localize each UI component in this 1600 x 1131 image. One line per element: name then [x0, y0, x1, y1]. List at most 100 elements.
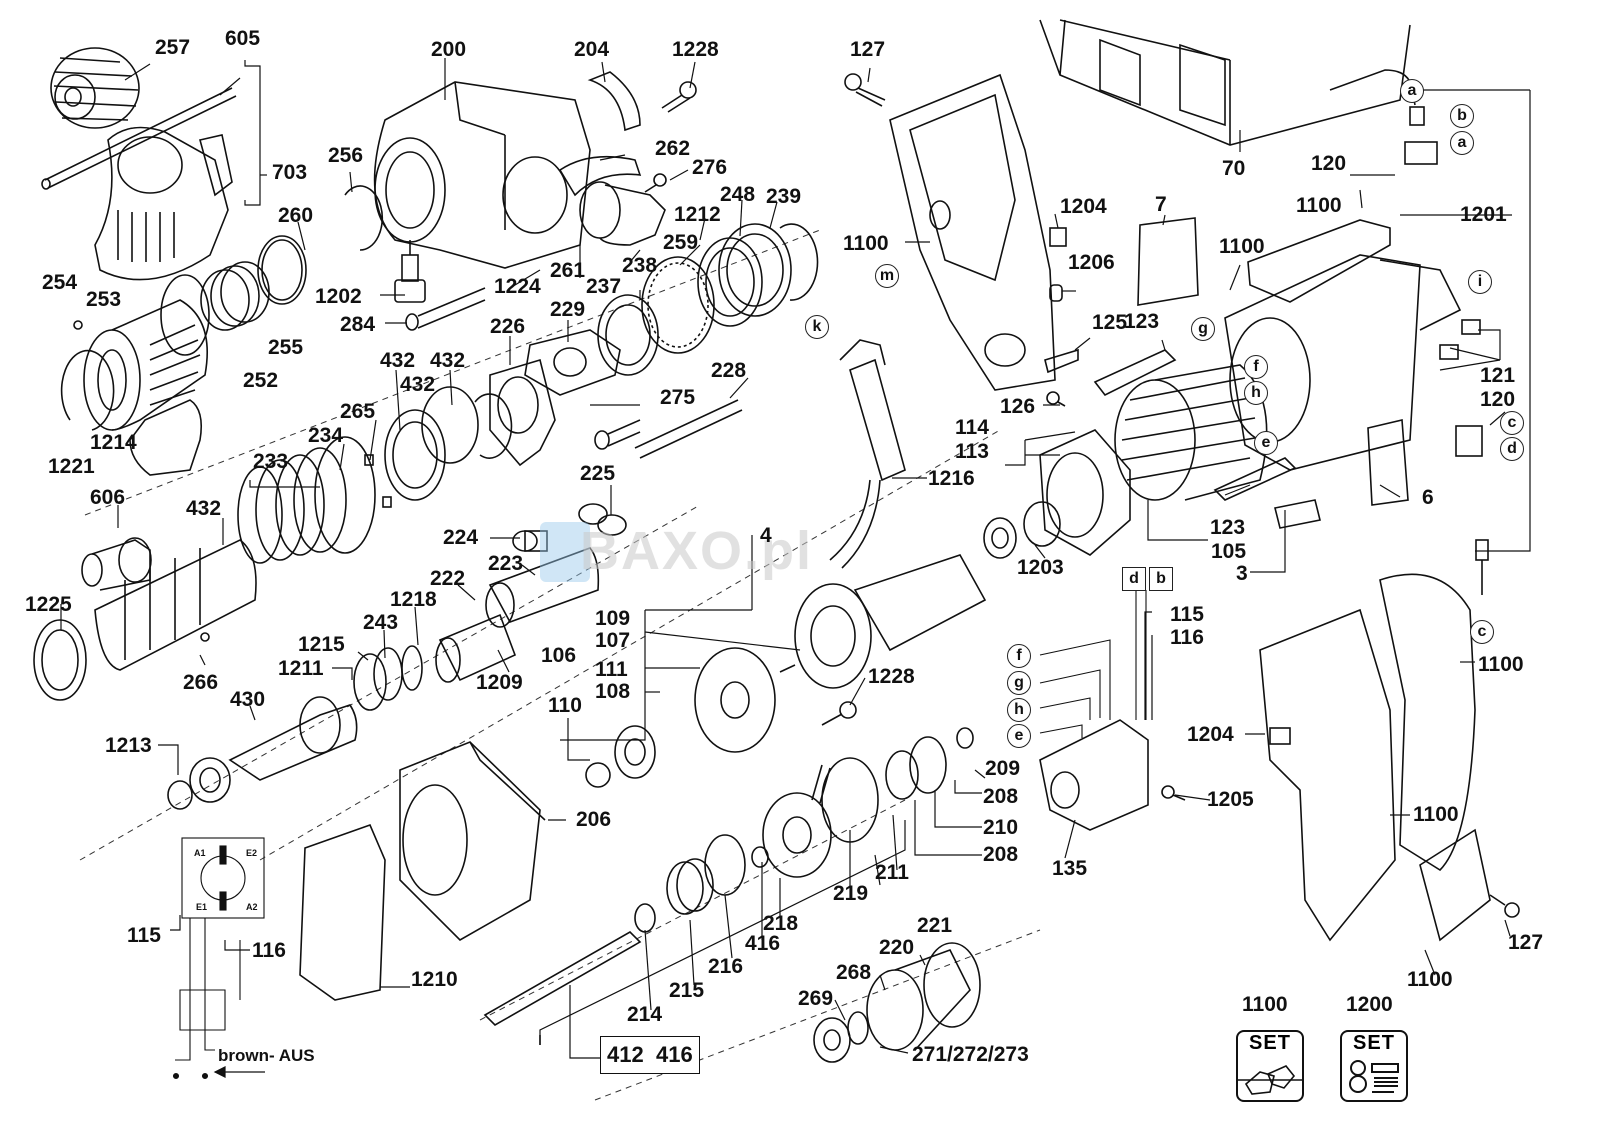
callout-106: 106 [541, 644, 577, 667]
wire-marker-i: i [1468, 270, 1492, 294]
callout-284: 284 [340, 313, 376, 336]
callout-1202: 1202 [315, 285, 362, 308]
callout-276: 276 [692, 156, 728, 179]
callout-209: 209 [985, 757, 1021, 780]
callout-116-a: 116 [252, 939, 286, 962]
callout-252: 252 [243, 369, 279, 392]
callout-123-b: 123 [1210, 516, 1246, 539]
callout-1100-e: 1100 [1413, 803, 1459, 826]
callout-261: 261 [550, 259, 586, 282]
callout-248: 248 [720, 183, 756, 206]
wire-marker-c-2: c [1470, 620, 1494, 644]
callout-1224: 1224 [494, 275, 541, 298]
callout-606: 606 [90, 486, 126, 509]
wire-marker-f: f [1244, 355, 1268, 379]
callout-125: 125 [1092, 311, 1128, 334]
callout-223: 223 [488, 552, 524, 575]
wire-marker-e: e [1254, 431, 1278, 455]
callout-3: 3 [1236, 562, 1248, 585]
housing-parts-icon [1238, 1065, 1302, 1095]
callout-208-b: 208 [983, 843, 1019, 866]
callout-222: 222 [430, 567, 466, 590]
callout-208-a: 208 [983, 785, 1019, 808]
wire-marker-a: a [1400, 79, 1424, 103]
callout-1210: 1210 [411, 968, 458, 991]
callout-432-c: 432 [400, 373, 436, 396]
callout-1100-b: 1100 [1296, 194, 1342, 217]
callout-262: 262 [655, 137, 691, 160]
callout-239: 239 [766, 185, 802, 208]
callout-114: 114 [955, 416, 989, 439]
callout-257: 257 [155, 36, 191, 59]
wire-marker-m: m [875, 264, 899, 288]
callout-1212: 1212 [674, 203, 721, 226]
callout-1206: 1206 [1068, 251, 1115, 274]
callout-6: 6 [1422, 486, 1434, 509]
callout-115-b: 115 [1170, 603, 1204, 626]
callout-109: 109 [595, 607, 631, 630]
callout-120-b: 120 [1480, 388, 1516, 411]
callout-703: 703 [272, 161, 308, 184]
boxed-416: 416 [650, 1036, 700, 1074]
callout-266: 266 [183, 671, 219, 694]
wire-marker-f-2: f [1007, 644, 1031, 668]
callout-1216: 1216 [928, 467, 975, 490]
callout-228: 228 [711, 359, 747, 382]
callout-416-a: 416 [745, 932, 781, 955]
callout-200: 200 [431, 38, 467, 61]
terminal-e2: E2 [246, 848, 258, 858]
wire-marker-square-b: b [1149, 567, 1173, 591]
callout-1218: 1218 [390, 588, 437, 611]
callout-221: 221 [917, 914, 953, 937]
callout-1228-bottom: 1228 [868, 665, 915, 688]
wire-marker-h: h [1244, 381, 1268, 405]
callout-275: 275 [660, 386, 696, 409]
callout-237: 237 [586, 275, 622, 298]
callout-259: 259 [663, 231, 699, 254]
callout-1100-f: 1100 [1407, 968, 1453, 991]
callout-254: 254 [42, 271, 78, 294]
wire-marker-b: b [1450, 104, 1474, 128]
callout-127-top: 127 [850, 38, 886, 61]
callout-1215: 1215 [298, 633, 345, 656]
terminal-a1: A1 [194, 848, 206, 858]
callout-432-d: 432 [186, 497, 222, 520]
callout-211: 211 [875, 861, 909, 884]
callout-123-a: 123 [1124, 310, 1160, 333]
callout-111: 111 [595, 658, 628, 681]
callout-1100-c: 1100 [1219, 235, 1265, 258]
callout-1203: 1203 [1017, 556, 1064, 579]
wire-marker-square-d: d [1122, 567, 1146, 591]
callout-432-b: 432 [430, 349, 466, 372]
callout-1209: 1209 [476, 671, 523, 694]
set-1200-icon: SET [1340, 1030, 1408, 1102]
callout-1228-top: 1228 [672, 38, 719, 61]
watermark-text: BAXO.pl [580, 521, 814, 581]
callout-1213: 1213 [105, 734, 152, 757]
callout-233: 233 [253, 450, 289, 473]
callout-1100-d: 1100 [1478, 653, 1524, 676]
callout-268: 268 [836, 961, 872, 984]
callout-220: 220 [879, 936, 915, 959]
callout-1205: 1205 [1207, 788, 1254, 811]
set-1100-icon: SET [1236, 1030, 1304, 1102]
callout-121: 121 [1480, 364, 1516, 387]
callout-430: 430 [230, 688, 266, 711]
callout-255: 255 [268, 336, 304, 359]
screws-parts-icon [1349, 1060, 1399, 1093]
callout-1225: 1225 [25, 593, 72, 616]
terminal-e1: E1 [196, 902, 208, 912]
wire-marker-h-2: h [1007, 698, 1031, 722]
callout-269: 269 [798, 987, 834, 1010]
callout-265: 265 [340, 400, 376, 423]
wire-marker-g: g [1191, 317, 1215, 341]
brown-aus-label: brown- AUS [218, 1046, 315, 1065]
callout-234: 234 [308, 424, 344, 447]
callout-238: 238 [622, 254, 658, 277]
terminal-a2: A2 [246, 902, 258, 912]
set-1100-text: SET [1249, 1032, 1291, 1054]
callout-605: 605 [225, 27, 261, 50]
callout-1204-b: 1204 [1187, 723, 1234, 746]
callout-115-a: 115 [127, 924, 161, 947]
